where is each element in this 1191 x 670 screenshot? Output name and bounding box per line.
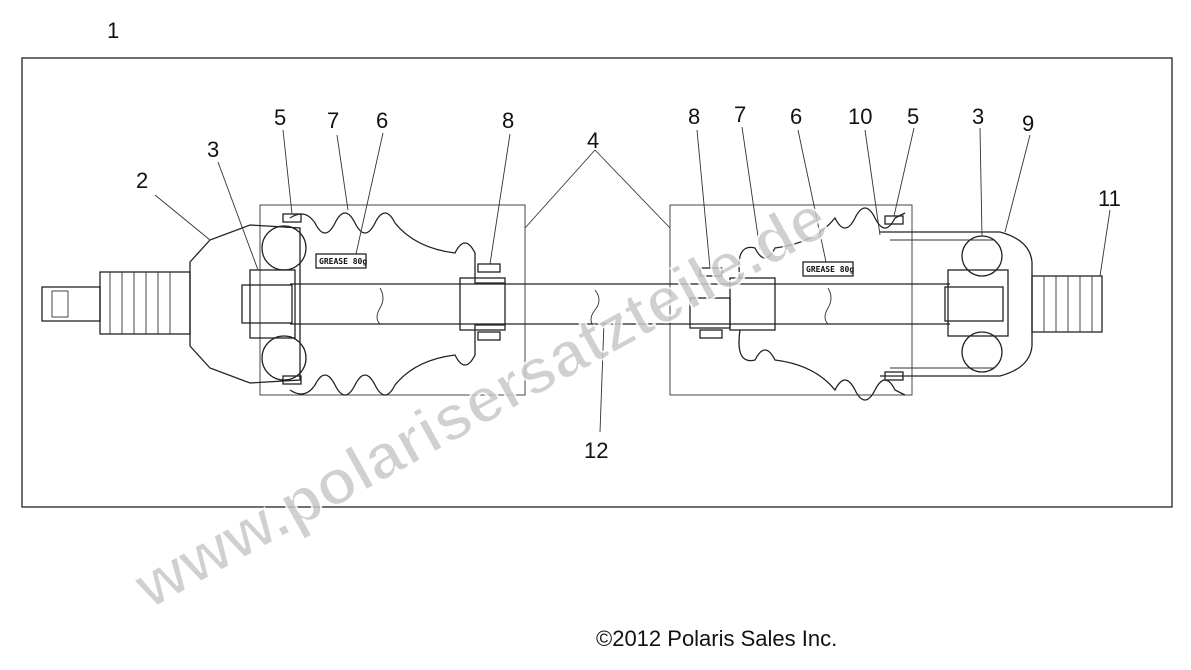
right-cv-joint	[880, 231, 1103, 377]
callout-5: 5	[907, 104, 919, 129]
callout-6: 6	[376, 108, 388, 133]
shaft	[290, 283, 950, 329]
copyright-notice: ©2012 Polaris Sales Inc.	[596, 626, 838, 651]
callout-4: 4	[587, 128, 599, 153]
callout-3: 3	[207, 137, 219, 162]
clamp	[699, 267, 723, 277]
left-cv-joint	[41, 224, 307, 384]
right-boot-box	[669, 204, 913, 396]
callout-5: 5	[274, 105, 286, 130]
grease-label-left	[315, 253, 367, 269]
callout-3: 3	[972, 104, 984, 129]
callout-9: 9	[1022, 111, 1034, 136]
callout-10: 10	[848, 104, 872, 129]
callout-6: 6	[790, 104, 802, 129]
leader-lines	[154, 126, 1111, 433]
callout-2: 2	[136, 168, 148, 193]
callout-7: 7	[327, 108, 339, 133]
callout-11: 11	[1098, 186, 1121, 211]
callout-7: 7	[734, 102, 746, 127]
callout-8: 8	[688, 104, 700, 129]
clamp	[477, 263, 501, 273]
svg-text:GREASE 80g: GREASE 80g	[806, 265, 854, 274]
callout-numbers: 1 2 3 5 7 6 8 4 8 7 6 10 5 3 9 11 12	[107, 18, 1121, 463]
grease-label-right	[802, 261, 854, 277]
left-boot-box	[259, 204, 526, 396]
clamp	[282, 375, 302, 385]
watermark: www.polarisersatzteile.de	[121, 181, 839, 623]
right-boot: GREASE 80g	[689, 207, 906, 401]
clamp	[699, 329, 723, 339]
callout-1: 1	[107, 18, 119, 43]
clamp	[282, 213, 302, 223]
clamp	[477, 331, 501, 341]
callout-12: 12	[584, 438, 608, 463]
assembly-frame	[21, 57, 1173, 508]
svg-text:GREASE 80g: GREASE 80g	[319, 257, 367, 266]
callout-8: 8	[502, 108, 514, 133]
